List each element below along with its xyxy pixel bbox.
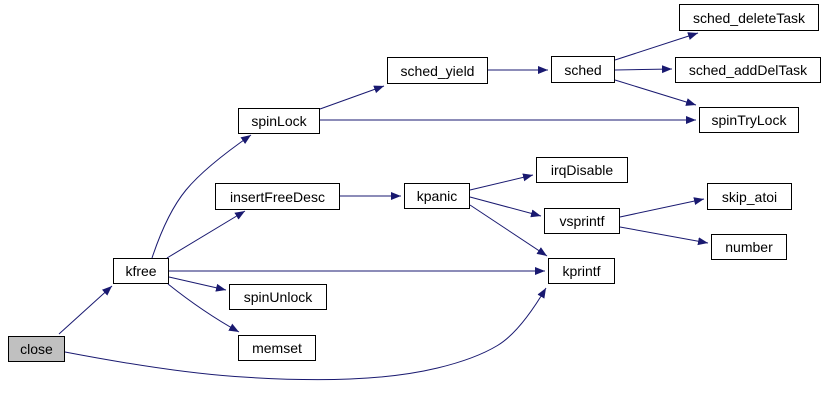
edge-spinLock-sched_yield bbox=[319, 85, 385, 110]
edge-close-kfree bbox=[58, 285, 113, 335]
node-irqDisable[interactable]: irqDisable bbox=[536, 157, 628, 183]
edge-kfree-insertFreeDesc bbox=[166, 210, 246, 259]
edge-sched-sched_addDelTask bbox=[614, 65, 673, 74]
node-sched[interactable]: sched bbox=[551, 56, 615, 83]
node-spinLock[interactable]: spinLock bbox=[238, 108, 320, 134]
node-sched_addDelTask[interactable]: sched_addDelTask bbox=[675, 57, 821, 83]
edge-kpanic-irqDisable bbox=[469, 173, 534, 191]
node-sched_yield[interactable]: sched_yield bbox=[387, 57, 488, 84]
edge-sched-sched_deleteTask bbox=[614, 32, 699, 61]
node-spinUnlock[interactable]: spinUnlock bbox=[229, 284, 327, 310]
edge-close-kprintf bbox=[64, 287, 547, 381]
node-sched_deleteTask[interactable]: sched_deleteTask bbox=[679, 4, 819, 31]
edge-kfree-memset bbox=[167, 283, 240, 333]
edge-kpanic-kprintf bbox=[469, 204, 548, 257]
node-kfree[interactable]: kfree bbox=[113, 258, 169, 284]
node-close[interactable]: close bbox=[8, 336, 65, 362]
edge-vsprintf-number bbox=[619, 226, 709, 246]
edge-sched-spinTryLock bbox=[614, 79, 697, 106]
node-memset[interactable]: memset bbox=[238, 335, 316, 361]
edge-vsprintf-skip_atoi bbox=[619, 197, 705, 218]
node-number[interactable]: number bbox=[711, 234, 787, 260]
node-spinTryLock[interactable]: spinTryLock bbox=[699, 107, 799, 133]
node-skip_atoi[interactable]: skip_atoi bbox=[707, 183, 792, 210]
node-insertFreeDesc[interactable]: insertFreeDesc bbox=[215, 183, 340, 210]
node-vsprintf[interactable]: vsprintf bbox=[544, 208, 620, 234]
node-kpanic[interactable]: kpanic bbox=[404, 183, 470, 209]
edge-kpanic-vsprintf bbox=[469, 196, 542, 218]
edge-kfree-spinLock bbox=[151, 134, 252, 259]
node-kprintf[interactable]: kprintf bbox=[548, 258, 615, 284]
edge-kfree-spinUnlock bbox=[168, 276, 227, 292]
